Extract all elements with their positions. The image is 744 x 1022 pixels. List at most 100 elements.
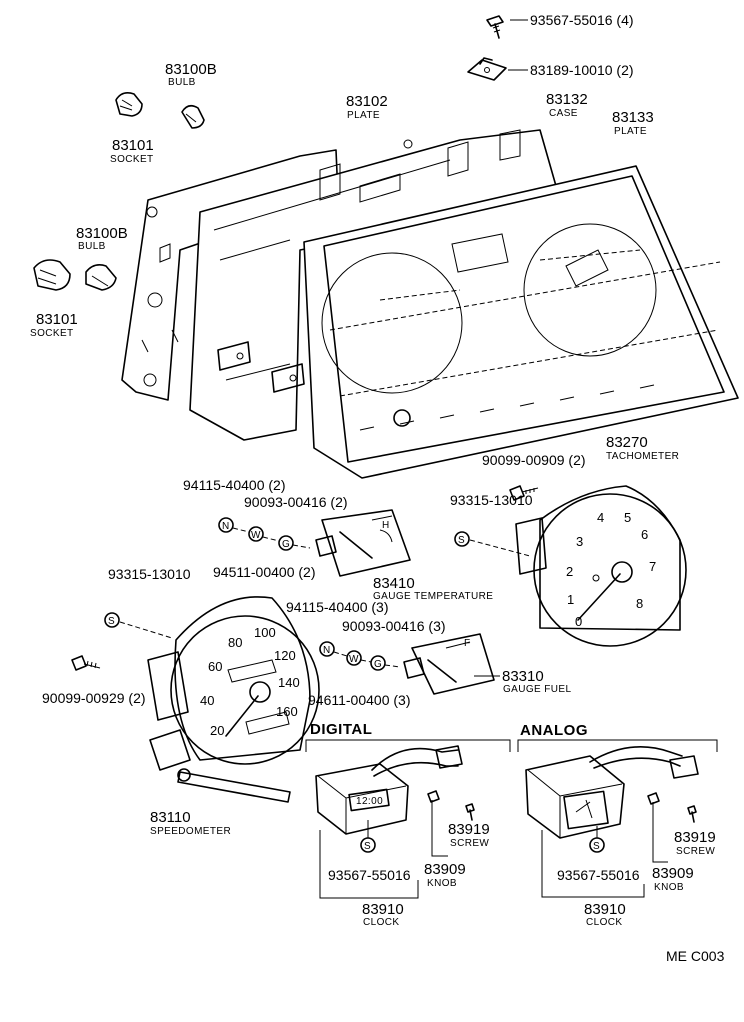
bulb-lower-icon (85, 264, 117, 291)
label-d-clock-num: 83910 (362, 901, 404, 918)
label-d-screw-cap: SCREW (450, 838, 489, 849)
label-speedo-num: 83110 (150, 809, 191, 826)
tach-dial-6: 6 (641, 527, 648, 542)
temp-gauge-h-mark: H (382, 520, 390, 531)
speedo-dial-80: 80 (228, 635, 242, 650)
label-a-clock-cap: CLOCK (586, 917, 622, 928)
label-d-knob-cap: KNOB (427, 878, 457, 889)
socket-upper-icon (115, 92, 143, 117)
s-marker-tach-text: S (458, 535, 465, 546)
label-plate2-num: 83133 (612, 109, 654, 126)
tach-dial-4: 4 (597, 510, 604, 525)
g-marker-temp-text: G (282, 539, 290, 550)
label-socket-upper-cap: SOCKET (110, 154, 154, 165)
label-socket-lower-cap: SOCKET (30, 328, 74, 339)
tach-dial-1: 1 (567, 592, 574, 607)
speedo-screw-icon (71, 655, 101, 671)
label-d-s: 93567-55016 (328, 867, 411, 883)
label-speedo-screw: 90099-00929 (2) (42, 690, 146, 706)
label-fuel-num: 83310 (502, 668, 544, 685)
s-marker-digital-text: S (364, 841, 371, 852)
label-temp-washer1: 90093-00416 (2) (244, 494, 348, 510)
label-temp-num: 83410 (373, 575, 415, 592)
speedo-dial-60: 60 (208, 659, 222, 674)
clip-top-icon (467, 57, 507, 81)
a-screw-icon (687, 805, 697, 823)
label-fuel-washer2: 94611-00400 (3) (308, 692, 410, 708)
label-a-knob-cap: KNOB (654, 882, 684, 893)
g-marker-temp (278, 535, 294, 551)
d-knob-icon (427, 790, 440, 803)
speedo-dial-160: 160 (276, 704, 298, 719)
digital-clock-display: 12:00 (356, 796, 383, 807)
label-d-clock-cap: CLOCK (363, 917, 399, 928)
label-speedo-cap: SPEEDOMETER (150, 826, 231, 837)
label-a-s: 93567-55016 (557, 867, 640, 883)
label-bulb-lower-num: 83100B (76, 225, 128, 242)
w-marker-fuel-text: W (349, 654, 359, 665)
fuel-gauge-icon (403, 633, 495, 695)
s-marker-speedo-text: S (108, 616, 115, 627)
label-case-cap: CASE (549, 108, 578, 119)
label-bulb-lower-cap: BULB (78, 241, 106, 252)
w-marker-fuel (346, 650, 362, 666)
speedo-dial-120: 120 (274, 648, 296, 663)
label-fuel-nut: 94115-40400 (3) (286, 599, 388, 615)
speedo-dial-100: 100 (254, 625, 276, 640)
speedo-dial-140: 140 (278, 675, 300, 690)
label-temp-washer2: 94511-00400 (2) (213, 564, 315, 580)
label-tach-num: 83270 (606, 434, 648, 451)
label-d-screw-num: 83919 (448, 821, 490, 838)
n-marker-fuel-text: N (323, 645, 331, 656)
front-plate-icon (303, 165, 739, 479)
n-marker-temp (218, 517, 234, 533)
label-tach-s: 93315-13010 (450, 492, 533, 508)
label-a-knob-num: 83909 (652, 865, 694, 882)
label-socket-upper-num: 83101 (112, 137, 154, 154)
label-bulb-upper-num: 83100B (165, 61, 217, 78)
n-marker-temp-text: N (222, 521, 230, 532)
tach-dial-5: 5 (624, 510, 631, 525)
label-plate-cap: PLATE (347, 110, 380, 121)
label-plate2-cap: PLATE (614, 126, 647, 137)
diagram-code: ME C003 (666, 948, 725, 964)
d-screw-icon (465, 803, 475, 821)
tach-dial-8: 8 (636, 596, 643, 611)
analog-section-title: ANALOG (520, 722, 588, 739)
label-d-knob-num: 83909 (424, 861, 466, 878)
bulb-upper-icon (181, 104, 205, 129)
s-marker-analog-text: S (593, 841, 600, 852)
label-fuel-cap: GAUGE FUEL (503, 684, 571, 695)
label-tach-cap: TACHOMETER (606, 451, 679, 462)
socket-lower-icon (33, 259, 71, 291)
label-a-clock-num: 83910 (584, 901, 626, 918)
s-marker-speedo (104, 612, 120, 628)
n-marker-fuel (319, 641, 335, 657)
digital-section-title: DIGITAL (310, 721, 372, 738)
speedo-dial-40: 40 (200, 693, 214, 708)
label-fuel-washer1: 90093-00416 (3) (342, 618, 446, 634)
label-a-screw-cap: SCREW (676, 846, 715, 857)
tachometer-icon (515, 485, 687, 647)
tach-screw-icon (509, 485, 539, 501)
label-socket-lower-num: 83101 (36, 311, 78, 328)
speedometer-icon (147, 596, 320, 803)
label-speedo-s: 93315-13010 (108, 566, 191, 582)
tach-dial-3: 3 (576, 534, 583, 549)
w-marker-temp-text: W (251, 530, 261, 541)
analog-clock-icon (525, 746, 699, 839)
label-case-num: 83132 (546, 91, 588, 108)
digital-clock-icon (315, 745, 463, 835)
label-plate-num: 83102 (346, 93, 388, 110)
tach-dial-7: 7 (649, 559, 656, 574)
tach-dial-2: 2 (566, 564, 573, 579)
tach-dial-0: 0 (575, 614, 582, 629)
temperature-gauge-icon (315, 509, 411, 577)
label-tach-screw: 90099-00909 (2) (482, 452, 586, 468)
screw-top-icon (486, 15, 504, 39)
label-screw-top: 93567-55016 (4) (530, 12, 634, 28)
w-marker-temp (248, 526, 264, 542)
a-knob-icon (647, 792, 660, 805)
g-marker-fuel (370, 655, 386, 671)
